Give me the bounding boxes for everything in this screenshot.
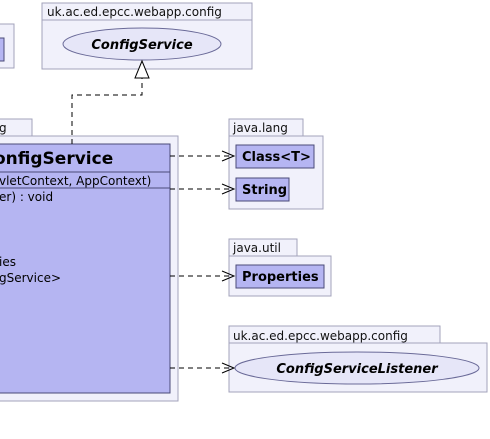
package-webapp-config-top: uk.ac.ed.epcc.webapp.config ConfigServic… [41, 2, 253, 70]
package-label-left: g [0, 121, 7, 135]
main-class-name: onfigService [0, 149, 113, 169]
class-string-name: String [242, 183, 287, 198]
package-label-java-util: java.util [232, 241, 281, 255]
package-java-util: java.util Properties [228, 238, 332, 297]
package-java-lang: java.lang Class<T> String [228, 118, 324, 210]
class-string[interactable]: String [235, 177, 290, 202]
package-webapp-config-bottom: uk.ac.ed.epcc.webapp.config ConfigServic… [228, 325, 488, 393]
class-class-t-name: Class<T> [242, 150, 311, 165]
dependency-arrow-config-service-listener [170, 362, 236, 374]
main-class-constructor: vletContext, AppContext) [0, 174, 151, 188]
package-left: g onfigService vletContext, AppContext) … [0, 118, 179, 402]
package-label-bottom: uk.ac.ed.epcc.webapp.config [233, 329, 408, 343]
realization-arrow-config-service [71, 59, 150, 144]
dependency-arrow-class-t [170, 150, 236, 162]
class-properties-name: Properties [242, 270, 319, 285]
interface-config-service-listener[interactable]: ConfigServiceListener [234, 351, 480, 385]
partial-package-top-left [0, 23, 15, 69]
main-class-method: er) : void [0, 190, 53, 204]
package-label-top: uk.ac.ed.epcc.webapp.config [47, 5, 222, 19]
class-properties[interactable]: Properties [235, 264, 325, 289]
dependency-arrow-properties [170, 270, 236, 282]
main-class-field-1: ies [0, 255, 16, 269]
main-class-field-2: gService> [0, 271, 61, 285]
class-class-t[interactable]: Class<T> [235, 144, 315, 169]
dependency-arrow-string [170, 183, 236, 195]
interface-config-service-name: ConfigService [91, 38, 192, 53]
interface-config-service-listener-name: ConfigServiceListener [276, 362, 439, 377]
main-class-box[interactable]: onfigService vletContext, AppContext) er… [0, 143, 171, 394]
package-label-java-lang: java.lang [232, 121, 288, 135]
interface-config-service[interactable]: ConfigService [62, 27, 222, 61]
